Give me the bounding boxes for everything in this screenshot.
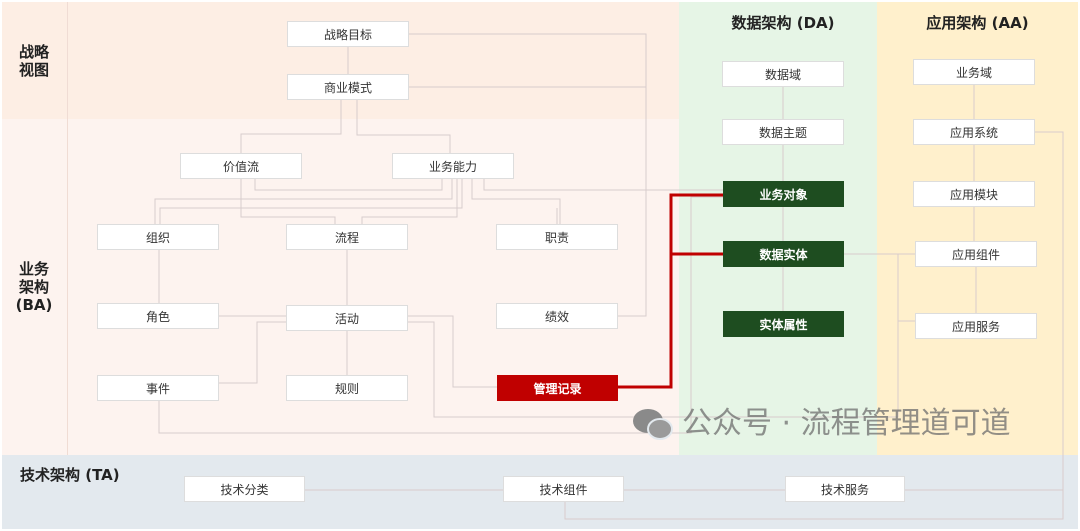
node-entity-attribute[interactable]: 实体属性 <box>723 311 844 337</box>
node-duty[interactable]: 职责 <box>496 224 618 250</box>
watermark-text: 公众号 · 流程管理道可道 <box>682 406 1011 441</box>
node-activity[interactable]: 活动 <box>286 305 408 331</box>
node-data-subject[interactable]: 数据主题 <box>722 119 844 145</box>
watermark: 公众号 · 流程管理道可道 <box>632 406 1011 442</box>
aa-label: 应用架构 (AA) <box>926 14 1029 32</box>
node-data-domain[interactable]: 数据域 <box>722 61 844 87</box>
node-rule[interactable]: 规则 <box>286 375 408 401</box>
node-tech-component[interactable]: 技术组件 <box>503 476 624 502</box>
wechat-icon <box>633 409 673 440</box>
node-organization[interactable]: 组织 <box>97 224 219 250</box>
label-column-divider <box>67 2 68 455</box>
node-process[interactable]: 流程 <box>286 224 408 250</box>
node-value-stream[interactable]: 价值流 <box>180 153 302 179</box>
node-data-entity[interactable]: 数据实体 <box>723 241 844 267</box>
node-application-module[interactable]: 应用模块 <box>913 181 1035 207</box>
node-management-record[interactable]: 管理记录 <box>497 375 618 401</box>
node-business-model[interactable]: 商业模式 <box>287 74 409 100</box>
node-strategic-goal[interactable]: 战略目标 <box>287 21 409 47</box>
node-business-object[interactable]: 业务对象 <box>723 181 844 207</box>
node-application-component[interactable]: 应用组件 <box>915 241 1037 267</box>
ta-label: 技术架构 (TA) <box>20 466 120 484</box>
da-label: 数据架构 (DA) <box>731 14 835 32</box>
node-application-system[interactable]: 应用系统 <box>913 119 1035 145</box>
node-application-service[interactable]: 应用服务 <box>915 313 1037 339</box>
node-performance[interactable]: 绩效 <box>496 303 618 329</box>
ba-label: 业务 架构 (BA) <box>15 260 53 314</box>
node-business-capability[interactable]: 业务能力 <box>392 153 514 179</box>
node-event[interactable]: 事件 <box>97 375 219 401</box>
node-tech-service[interactable]: 技术服务 <box>785 476 905 502</box>
node-role[interactable]: 角色 <box>97 303 219 329</box>
strategy-view-label: 战略 视图 <box>18 43 49 79</box>
node-business-domain[interactable]: 业务域 <box>913 59 1035 85</box>
node-tech-category[interactable]: 技术分类 <box>184 476 305 502</box>
